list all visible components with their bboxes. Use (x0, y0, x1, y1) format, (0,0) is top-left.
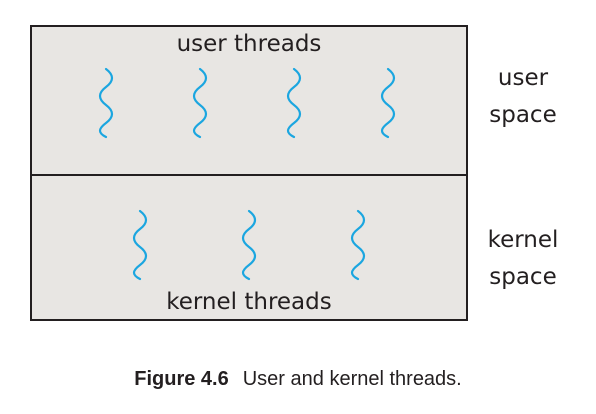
kernel-threads-label: kernel threads (166, 289, 332, 315)
figure-caption: Figure 4.6 User and kernel threads. (0, 368, 596, 390)
figure-number: Figure 4.6 (134, 368, 229, 390)
user-space-label-line-1: user (497, 65, 549, 91)
user-thread-1 (98, 67, 114, 139)
thread-diagram: user threads kernel threads (30, 25, 468, 321)
user-kernel-divider (32, 174, 466, 176)
user-space-label: user space (468, 60, 578, 134)
user-thread-2 (192, 67, 208, 139)
kernel-space-label-line-2: space (489, 264, 557, 290)
kernel-thread-3 (350, 209, 366, 281)
kernel-thread-2 (241, 209, 257, 281)
kernel-space-label-line-1: kernel (487, 227, 559, 253)
figure-caption-text: User and kernel threads. (242, 368, 462, 390)
user-space-label-line-2: space (489, 102, 557, 128)
kernel-space-label: kernel space (468, 222, 578, 296)
user-thread-4 (380, 67, 396, 139)
user-threads-label: user threads (176, 31, 322, 57)
kernel-thread-1 (132, 209, 148, 281)
user-thread-3 (286, 67, 302, 139)
